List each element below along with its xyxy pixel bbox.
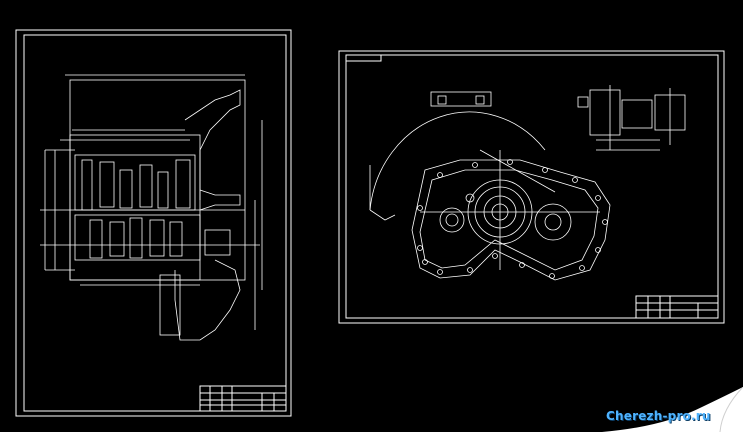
page-curl-corner: [602, 387, 743, 432]
detail-view-drawing: [577, 85, 686, 151]
right-drawing-sheet: [338, 50, 725, 324]
gearbox-section-view: [40, 74, 263, 341]
watermark-text: Cher​ezh​-pro.ru: [606, 409, 711, 423]
left-sheet-inner-frame: [23, 34, 287, 412]
left-title-block: [199, 385, 287, 412]
left-drawing-sheet: [15, 29, 292, 417]
right-sheet-inner-frame: [345, 54, 719, 319]
right-sheet-outer-frame: [338, 50, 725, 324]
left-sheet-outer-frame: [15, 29, 292, 417]
gearbox-end-view: [369, 91, 611, 281]
right-title-block: [635, 295, 719, 319]
